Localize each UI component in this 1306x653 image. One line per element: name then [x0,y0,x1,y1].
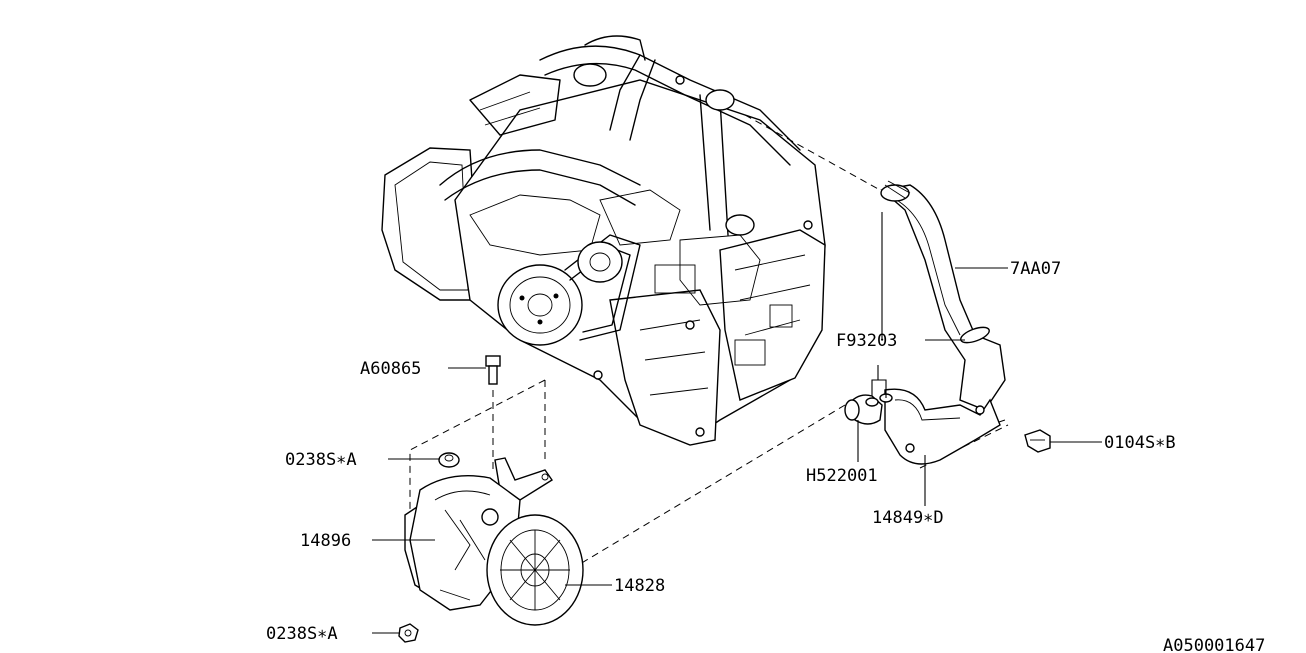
label-F93203[interactable]: F93203 [836,331,897,351]
nut-0238SA-top [438,452,460,468]
label-0238SA-bottom[interactable]: 0238S∗A [266,624,338,644]
bolt-A60865 [485,355,501,385]
turbo-14828 [409,475,584,626]
label-14828[interactable]: 14828 [614,576,665,596]
hose-H522001 [844,393,893,425]
nut-0238SA-bottom [398,623,419,643]
label-7AA07[interactable]: 7AA07 [1010,259,1061,279]
bolt-0104SB [1024,429,1051,453]
label-0238SA-top[interactable]: 0238S∗A [285,450,357,470]
engine-assembly [381,35,826,446]
label-0104SB[interactable]: 0104S∗B [1104,433,1176,453]
label-14849D[interactable]: 14849∗D [872,508,944,528]
pipe-14849D [884,388,1001,465]
label-14896[interactable]: 14896 [300,531,351,551]
diagram-id: A050001647 [1163,636,1265,653]
label-A60865[interactable]: A60865 [360,359,421,379]
leader-lines [372,212,1102,634]
part-labels: 7AA07 F93203 A60865 0238S∗A 14896 H52200… [266,259,1265,653]
label-H522001[interactable]: H522001 [806,466,878,486]
hose-7AA07 [880,180,1006,411]
